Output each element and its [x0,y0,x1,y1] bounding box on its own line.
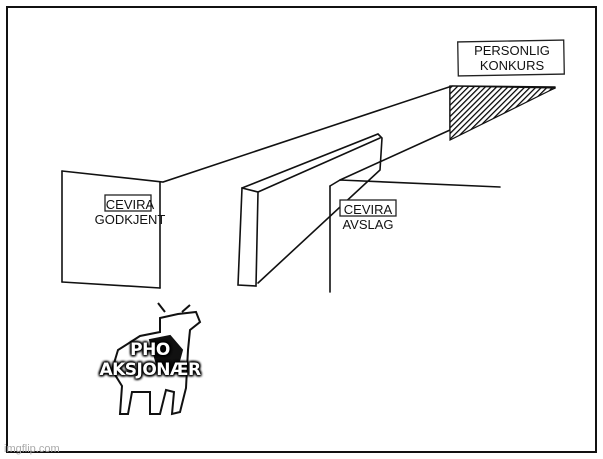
sign-cevira-approved: CEVIRA GODKJENT [80,197,180,227]
cow-label-shareholder: PHO AKSJONÆR [92,340,208,380]
sign-line: CEVIRA [343,202,393,217]
sign-line: PERSONLIG [474,43,550,58]
cow-label-line: PHO [130,340,170,360]
signs [104,39,565,217]
sign-line: GODKJENT [94,212,166,227]
sign-line: CEVIRA [105,197,155,212]
sign-cevira-rejected: CEVIRA AVSLAG [330,202,406,232]
sign-line: AVSLAG [342,217,394,232]
cow-label-line: AKSJONÆR [99,360,201,380]
frame-border [6,6,597,453]
cow-illustration [110,302,202,416]
watermark: imgflip.com [4,443,60,455]
right-wall-top [329,179,501,188]
dark-passage [449,85,556,141]
door-slab [241,133,383,284]
sign-personal-bankruptcy: PERSONLIG KONKURS [460,43,564,73]
sign-line: KONKURS [479,58,545,73]
